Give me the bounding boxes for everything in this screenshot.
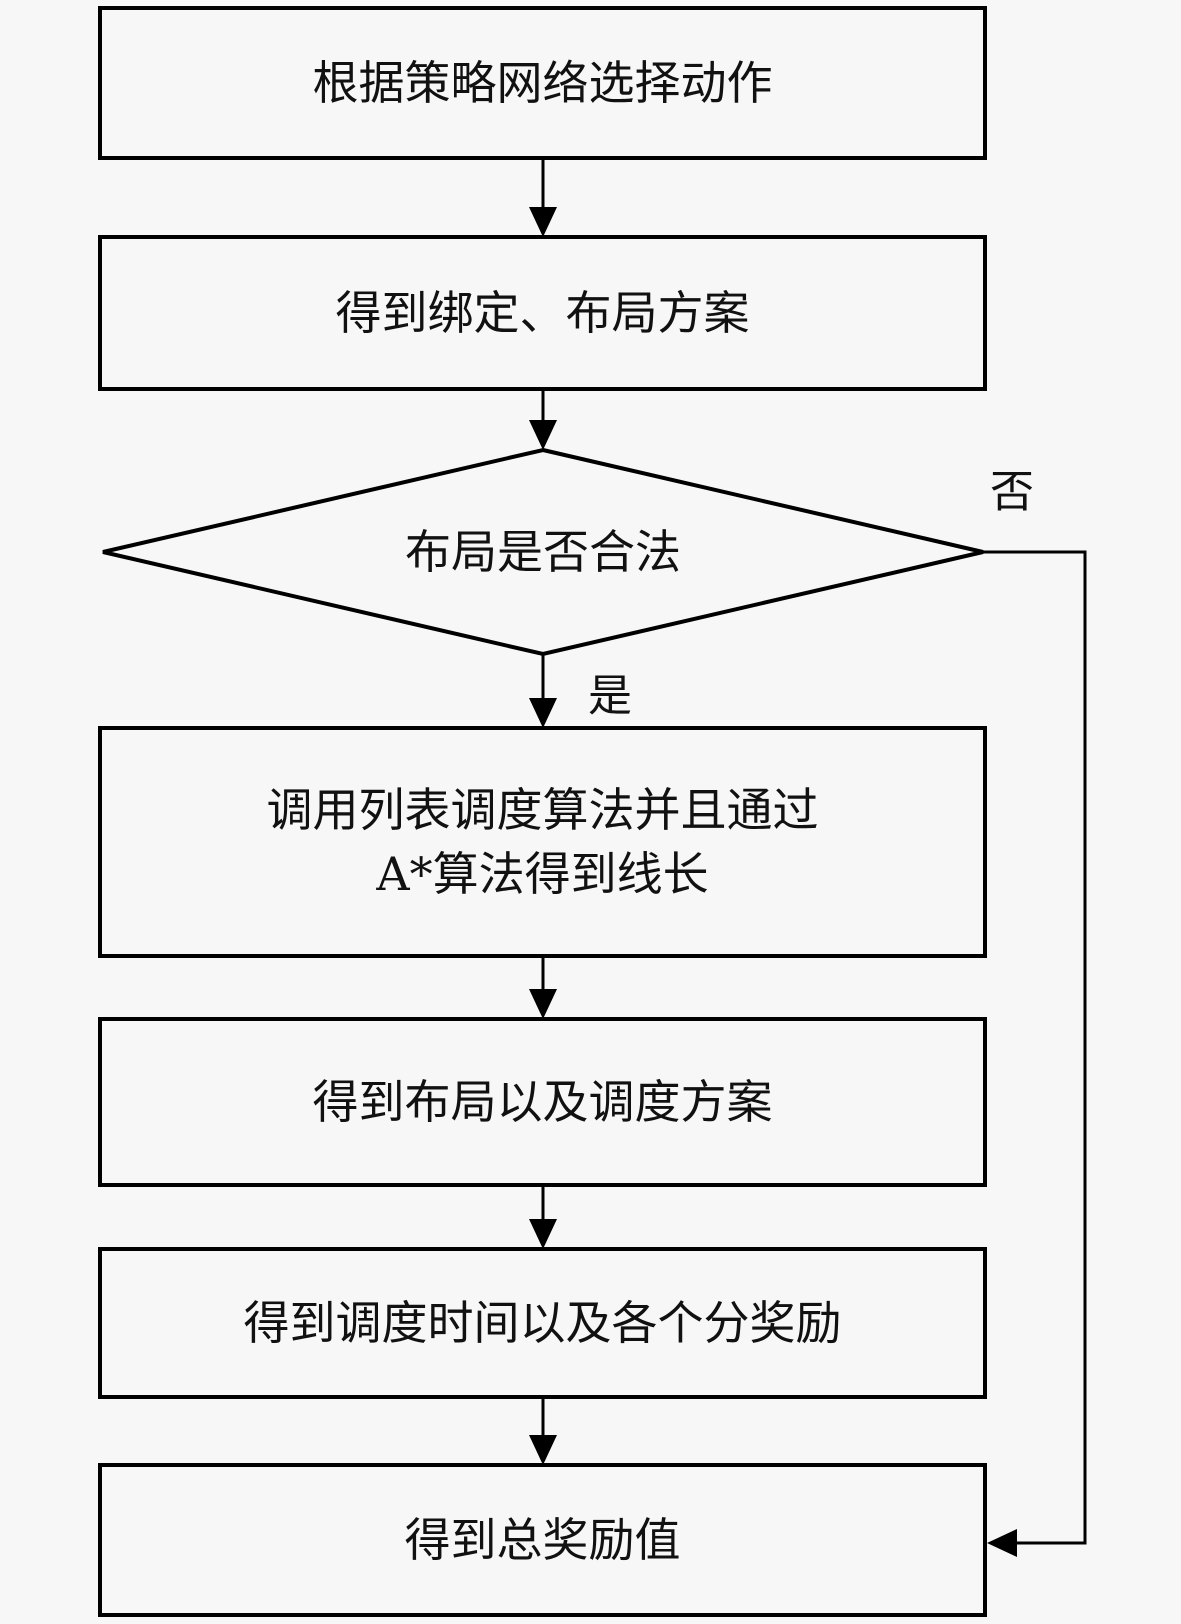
node-label: A*算法得到线长: [375, 847, 708, 901]
list-scheduling-node: 调用列表调度算法并且通过 A*算法得到线长: [98, 726, 987, 958]
process-box: [98, 235, 987, 391]
schedule-time-reward-node: 得到调度时间以及各个分奖励: [98, 1247, 987, 1399]
arrowhead-icon: [987, 1529, 1017, 1557]
edge-n3-n4: 是: [529, 654, 632, 728]
edge-n1-n2: [529, 158, 557, 237]
process-box: [98, 1463, 987, 1617]
edge-n4-n5: [529, 956, 557, 1019]
layout-schedule-node: 得到布局以及调度方案: [98, 1017, 987, 1187]
node-label: 得到布局以及调度方案: [313, 1075, 773, 1129]
node-label: 布局是否合法: [405, 525, 681, 579]
node-label: 得到绑定、布局方案: [336, 286, 750, 340]
node-label: 根据策略网络选择动作: [313, 56, 773, 110]
arrowhead-icon: [529, 698, 557, 728]
edges-layer: 是否: [529, 158, 1087, 1557]
bypass-connector-line: [983, 550, 1087, 1545]
arrowhead-icon: [529, 1435, 557, 1465]
edge-label-yes: 是: [588, 671, 632, 722]
process-box: [98, 1017, 987, 1187]
node-label: 调用列表调度算法并且通过: [267, 783, 819, 837]
edge-n5-n6: [529, 1185, 557, 1249]
select-action-node: 根据策略网络选择动作: [98, 6, 987, 160]
node-label: 得到调度时间以及各个分奖励: [244, 1296, 842, 1350]
process-box: [98, 1247, 987, 1399]
edge-n3-n7: 否: [983, 467, 1087, 1557]
arrowhead-icon: [529, 207, 557, 237]
process-box: [98, 6, 987, 160]
edge-label-no: 否: [990, 467, 1034, 518]
arrowhead-icon: [529, 420, 557, 450]
total-reward-node: 得到总奖励值: [98, 1463, 987, 1617]
arrowhead-icon: [529, 1219, 557, 1249]
arrowhead-icon: [529, 989, 557, 1019]
node-label: 得到总奖励值: [405, 1513, 681, 1567]
decision-diamond: [102, 447, 984, 657]
binding-layout-node: 得到绑定、布局方案: [98, 235, 987, 391]
edge-n6-n7: [529, 1397, 557, 1465]
process-box: [98, 726, 987, 958]
layout-legal-decision: 布局是否合法: [102, 447, 984, 657]
edge-n2-n3: [529, 389, 557, 450]
